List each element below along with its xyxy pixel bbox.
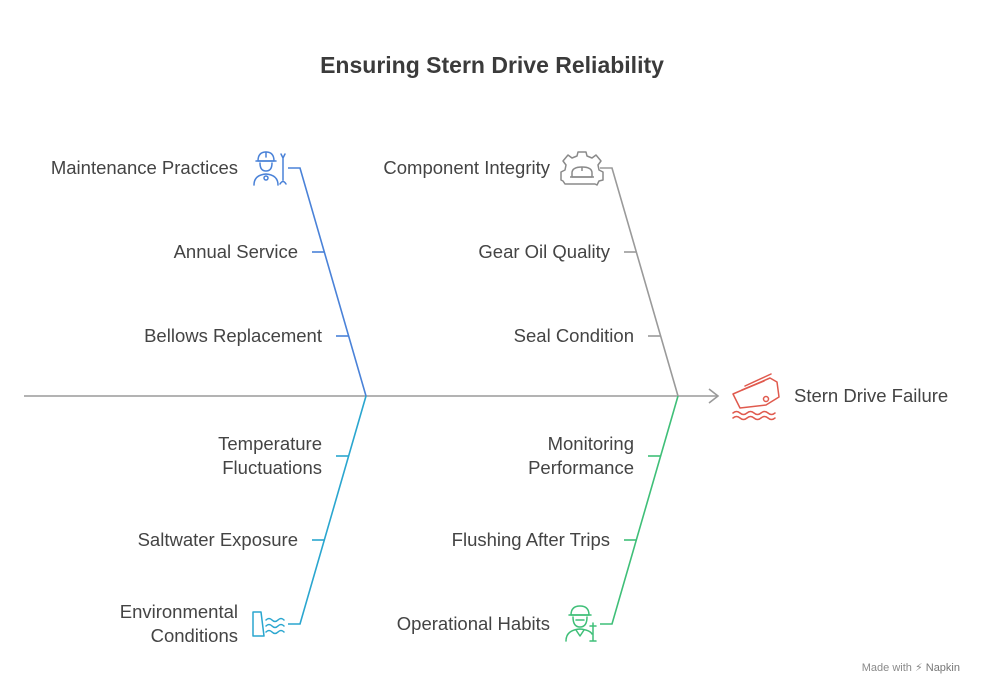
cause-bellows-replacement: Bellows Replacement — [144, 325, 322, 346]
category-maintenance-practices: Maintenance Practices — [50, 157, 238, 178]
napkin-logo-icon: ⚡ — [914, 662, 923, 674]
cause-temperature-fluctuations-line1: Temperature — [218, 433, 322, 454]
cause-flushing-after-trips: Flushing After Trips — [451, 529, 610, 550]
worker-icon — [565, 605, 597, 642]
cause-saltwater-exposure: Saltwater Exposure — [137, 529, 298, 550]
bone-maintenance-practices — [288, 167, 367, 397]
made-with-text: Made with — [861, 662, 912, 674]
cause-monitoring-performance-line1: Monitoring — [547, 433, 634, 454]
effect-stern-drive-failure: Stern Drive Failure — [794, 385, 949, 406]
diagram-title: Ensuring Stern Drive Reliability — [320, 52, 664, 78]
category-environmental-conditions: Environmental Conditions — [120, 600, 238, 648]
cause-seal-condition: Seal Condition — [513, 325, 634, 346]
cause-temperature-fluctuations: Temperature Fluctuations — [218, 432, 322, 480]
napkin-brand-text: Napkin — [925, 662, 960, 674]
spine-arrowhead — [708, 388, 720, 404]
mechanic-icon — [253, 151, 287, 186]
bone-environmental-conditions — [288, 395, 367, 625]
category-environmental-conditions-line2: Conditions — [150, 625, 238, 646]
cause-annual-service: Annual Service — [173, 241, 298, 262]
water-dam-icon — [252, 611, 285, 637]
bone-component-integrity — [600, 167, 679, 397]
cause-monitoring-performance: Monitoring Performance — [528, 432, 634, 480]
category-environmental-conditions-line1: Environmental — [119, 601, 238, 622]
bone-operational-habits — [600, 395, 679, 625]
category-operational-habits: Operational Habits — [396, 613, 550, 634]
cause-gear-oil-quality: Gear Oil Quality — [478, 241, 610, 262]
cause-monitoring-performance-line2: Performance — [528, 457, 634, 478]
category-component-integrity: Component Integrity — [383, 157, 550, 178]
boat-sinking-icon — [732, 373, 780, 421]
cause-temperature-fluctuations-line2: Fluctuations — [222, 457, 322, 478]
napkin-watermark: Made with ⚡ Napkin — [862, 661, 960, 674]
gear-icon — [560, 151, 604, 186]
